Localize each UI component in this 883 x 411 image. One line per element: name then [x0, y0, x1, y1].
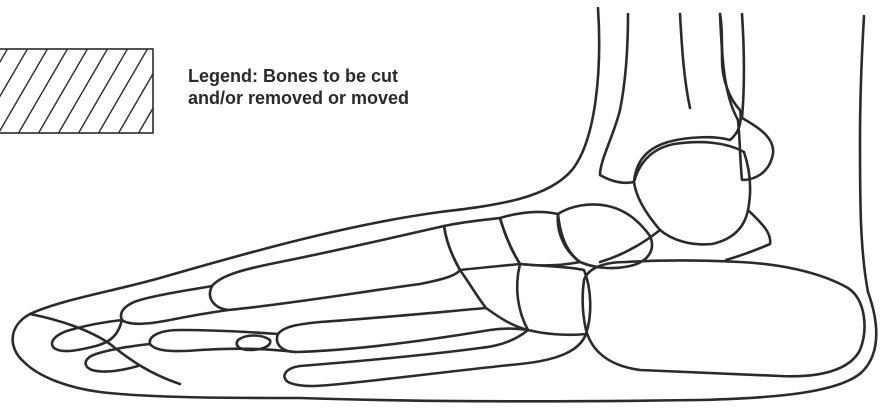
- calcaneus-bone: [583, 261, 865, 377]
- metatarsal-1: [210, 226, 460, 310]
- phalanx-distal-2: [86, 344, 150, 372]
- tibia-inner-line: [680, 14, 690, 108]
- skin-outline: [13, 8, 877, 401]
- metatarsal-3: [284, 308, 586, 386]
- talus-bone: [634, 142, 750, 244]
- navicular-bone: [558, 204, 652, 268]
- phalanx-proximal-2: [150, 330, 296, 352]
- cuboid-bone: [517, 264, 590, 335]
- tibia-bone: [600, 14, 741, 183]
- fibula-bone: [738, 14, 773, 180]
- phalanx-proximal-1: [121, 286, 228, 324]
- cuneiform-medial: [500, 212, 580, 265]
